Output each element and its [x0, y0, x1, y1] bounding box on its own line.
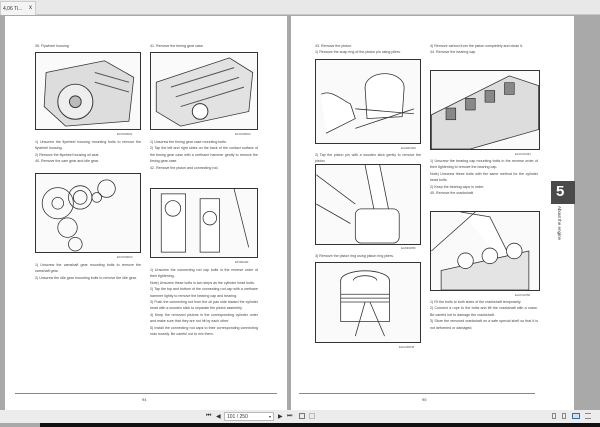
taskbar	[40, 423, 600, 427]
step: Note) Unscrew these bolts with the same …	[430, 171, 538, 183]
document-tab[interactable]: 4,06 Ti... x	[0, 1, 36, 15]
steps-list: 1) Unscrew the bearing cap mounting bolt…	[430, 158, 538, 196]
chapter-tab: 5	[551, 181, 575, 204]
step: 1) Unscrew the connecting rod cap bolts …	[150, 268, 258, 279]
step: 2) Unscrew the idle gear mounting bolts …	[35, 275, 137, 280]
steps-list: 4) Remove carbon from the piston complet…	[430, 43, 536, 56]
step: 2) Tap the top and bottom of the connect…	[150, 287, 258, 298]
figure-code: EHA0M045	[399, 345, 415, 349]
figure-bearing-cap	[430, 70, 540, 150]
close-icon[interactable]: x	[29, 5, 32, 11]
step: 2) Keep the bearing caps in order.	[430, 184, 485, 189]
step: 42. Remove the piston and connecting rod…	[150, 165, 219, 170]
step: 2) Tap the piston pin with a wooden stic…	[315, 153, 421, 164]
figure-code: EKOM0003	[235, 132, 251, 136]
step: 1) Unscrew the camshaft gear mounting bo…	[35, 263, 141, 274]
step: 5) Install the connecting rod caps to th…	[150, 325, 258, 337]
page-95: 43. Remove the piston. 1) Remove the sna…	[291, 16, 574, 410]
figure-code: EKOM0001	[117, 132, 133, 136]
step: 2) Tap the left and right sides on the b…	[150, 146, 258, 164]
figure-piston-snap-ring	[315, 59, 421, 144]
figure-code: EAMD088I	[401, 246, 416, 250]
footer-rule	[299, 393, 535, 394]
figure-code: EAOC0050	[515, 293, 531, 297]
step: 40. Remove the cam gear and idle gear.	[35, 159, 99, 164]
steps-list: 1) Unscrew the camshaft gear mounting bo…	[35, 262, 141, 281]
figure-flywheel-housing	[35, 52, 141, 130]
step: 2) Remove the flywheel housing oil seal.	[35, 152, 100, 157]
figure-crankshaft	[430, 211, 540, 291]
figure-piston-ring	[315, 262, 421, 343]
figure-piston-pin	[315, 164, 421, 245]
prev-page-button[interactable]: ◀	[216, 414, 221, 420]
step: 3) Remove the piston ring using piston r…	[315, 254, 394, 258]
footer-rule	[15, 393, 277, 394]
step: 44. Remove the bearing cap.	[430, 50, 477, 55]
step: 1) Unscrew the bearing cap mounting bolt…	[430, 159, 538, 170]
figure-code: EPI0002E	[235, 260, 249, 264]
step: 3) Store the removed crankshaft on a saf…	[430, 319, 538, 330]
step: 4) Remove carbon from the piston complet…	[430, 44, 523, 48]
figure-connecting-rod	[150, 188, 258, 258]
tab-title: 4,06 Ti...	[3, 6, 23, 12]
single-page-view-icon[interactable]	[552, 413, 556, 419]
step: 1) Fit the bolts to both sides of the cr…	[430, 300, 522, 304]
page-number: 94	[142, 397, 147, 402]
tab-bar: 4,06 Ti... x	[0, 0, 600, 15]
viewer-toolbar: ⏮ ◀ 101 / 250 ▾ ▶ ⏭	[0, 410, 600, 423]
two-page-view-icon[interactable]	[572, 413, 580, 419]
step: 45. Remove the crankshaft.	[430, 191, 474, 196]
step: 1) Unscrew the timing gear case mounting…	[150, 140, 227, 144]
section-heading: 39. Flywheel housing	[35, 44, 69, 48]
page-number: 95	[422, 397, 427, 402]
fit-width-icon[interactable]	[585, 413, 591, 419]
page-94: 39. Flywheel housing EKOM0001 1) Unscrew…	[5, 16, 287, 410]
figure-gears	[35, 173, 141, 253]
continuous-view-icon[interactable]	[562, 413, 566, 419]
chapter-title: About the engine	[557, 206, 562, 241]
section-heading: 41. Remove the timing gear case.	[150, 44, 204, 48]
steps-list: 1) Unscrew the connecting rod cap bolts …	[150, 267, 258, 337]
last-page-button[interactable]: ⏭	[287, 413, 293, 419]
step: 3) Push the connecting rod from the oil …	[150, 300, 258, 311]
step: 2) Connect a rope to the bolts and lift …	[430, 306, 538, 317]
step: 1) Remove the snap ring of the piston pi…	[315, 50, 401, 54]
figure-code: EA3M2029	[401, 146, 416, 150]
next-page-button[interactable]: ▶	[278, 414, 283, 420]
steps-list: 1) Unscrew the flywheel housing mounting…	[35, 139, 141, 165]
first-page-button[interactable]: ⏮	[206, 413, 212, 419]
steps-list: 1) Unscrew the timing gear case mounting…	[150, 139, 258, 171]
page-display: 101 / 250	[227, 414, 248, 420]
page-number-input[interactable]: 101 / 250 ▾	[224, 412, 274, 421]
step: 4) Keep the removed pistons in the corre…	[150, 312, 258, 324]
figure-code: EAOC020H	[515, 152, 531, 156]
figure-timing-gear-case	[150, 52, 258, 130]
figure-code: EKOM0002	[117, 255, 133, 259]
step: Note) Unscrew these bolts in two steps a…	[150, 280, 255, 285]
chevron-down-icon[interactable]: ▾	[268, 414, 271, 419]
step: 1) Unscrew the flywheel housing mounting…	[35, 140, 141, 151]
copy-icon[interactable]	[299, 413, 305, 419]
paste-icon[interactable]	[309, 413, 315, 419]
steps-list: 1) Fit the bolts to both sides of the cr…	[430, 299, 538, 331]
section-heading: 43. Remove the piston.	[315, 44, 352, 48]
